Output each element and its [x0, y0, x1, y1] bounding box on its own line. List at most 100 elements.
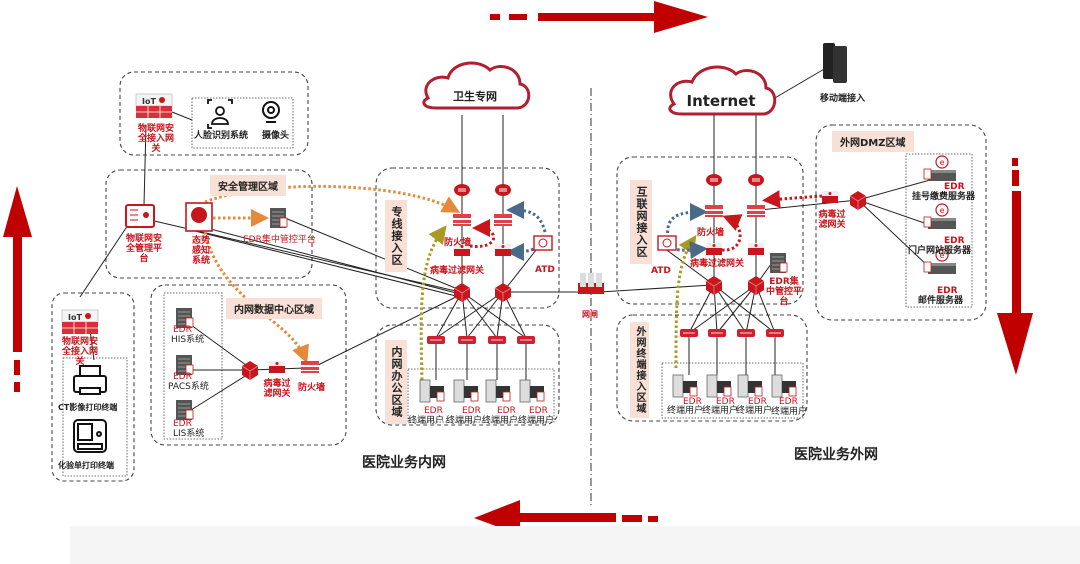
iot-mgmt-platform-icon	[125, 204, 155, 228]
datacenter-virus-gw-label: 病毒过滤网关	[263, 379, 291, 399]
office-terminal-4-edr: EDR	[529, 406, 548, 416]
mobile-access-label: 移动端接入	[820, 94, 866, 104]
dmz-server-3-label: 邮件服务器	[918, 296, 964, 306]
lis-edr-label: EDR	[173, 419, 192, 429]
ext-terminal-1-edr: EDR	[683, 397, 702, 407]
lab-printer-label: 化验单打印终端	[58, 461, 114, 470]
zone-iot-top	[119, 71, 309, 156]
cloud-health-net	[422, 61, 531, 110]
lab-printer-icon	[73, 419, 107, 453]
office-terminal-3-edr: EDR	[497, 406, 516, 416]
flow-red-loop-internet	[721, 214, 743, 252]
dmz-virus-gw-label: 病毒过滤网关	[818, 210, 846, 230]
flow-blue-atd-fw-internet	[666, 203, 708, 239]
face-recognition-label: 人脸识别系统	[194, 131, 249, 141]
flow-arrow-top-right	[490, 1, 708, 33]
internet-firewall-label: 防火墙	[697, 228, 725, 238]
ext-terminal-4-label: 终端用户	[771, 407, 808, 417]
dmz-server-2-edr: EDR	[944, 236, 965, 246]
intranet-title: 医院业务内网	[362, 455, 446, 471]
cloud-health-net-label: 卫生专网	[453, 90, 497, 103]
office-terminal-3-label: 终端用户	[482, 416, 519, 426]
iot-mgmt-platform-label: 物联网安全管理平台	[125, 234, 162, 264]
situation-awareness-label: 态势感知系统	[191, 236, 210, 266]
cloud-internet-label: Internet	[686, 92, 756, 110]
iot-gateway-icon: IoT IoT	[61, 93, 173, 334]
office-terminal-2-label: 终端用户	[446, 416, 483, 426]
camera-label: 摄像头	[262, 131, 290, 141]
dmz-server-3-edr: EDR	[937, 286, 958, 296]
dmz-server-2-label: 门户网站服务器	[908, 246, 972, 256]
dedicated-firewall-label: 防火墙	[444, 238, 472, 248]
lis-system-label: LIS系统	[173, 429, 205, 439]
flow-blue-atd-fw	[506, 201, 547, 233]
office-terminal-2-edr: EDR	[462, 406, 481, 416]
dmz-server-1-label: 挂号缴费服务器	[912, 192, 976, 202]
ext-terminal-4-edr: EDR	[779, 397, 798, 407]
office-terminal-1-edr: EDR	[424, 406, 443, 416]
extranet-title: 医院业务外网	[794, 447, 878, 463]
ext-terminal-3-label: 终端用户	[736, 406, 773, 416]
cloud-internet	[668, 65, 777, 116]
ext-terminal-2-edr: EDR	[716, 397, 735, 407]
flow-red-dmz-to-fw	[762, 190, 823, 209]
datacenter-firewall-label: 防火墙	[298, 383, 326, 393]
access-switch-icon	[426, 328, 785, 345]
flow-situation-to-fw-datacenter	[203, 231, 309, 364]
gatekeeper-label: 网闸	[582, 310, 598, 319]
dmz-server-icon	[923, 155, 957, 275]
zone-dmz	[815, 124, 987, 321]
ext-terminal-2-label: 终端用户	[702, 406, 739, 416]
ct-printer-label: CT影像打印终端	[58, 403, 118, 412]
dedicated-virus-gw-label: 病毒过滤网关	[430, 266, 485, 276]
mobile-phone-icon	[823, 43, 847, 83]
dmz-server-1-edr: EDR	[944, 182, 965, 192]
zone-security-mgmt	[105, 169, 313, 279]
dedicated-atd-label: ATD	[535, 265, 555, 275]
zone-iot-left	[51, 292, 135, 482]
edr-platform-intranet-label: EDR集中管控平台	[243, 235, 316, 245]
bottom-band	[70, 526, 1080, 564]
zone-extranet-terminal	[616, 314, 808, 422]
router-icon	[453, 173, 765, 197]
pacs-system-label: PACS系统	[168, 382, 209, 392]
internet-virus-gw-label: 病毒过滤网关	[690, 259, 745, 269]
office-terminal-1-label: 终端用户	[408, 416, 445, 426]
svg-text:IoT: IoT	[142, 97, 156, 106]
zone-dmz-title: 外网DMZ区域	[832, 131, 914, 152]
office-terminal-4-label: 终端用户	[518, 416, 555, 426]
firewall-icon	[301, 205, 765, 373]
iot-gateway-left-label: 物联网安全接入网关	[61, 337, 98, 367]
zone-intranet-office-title: 内网办公区域	[385, 340, 407, 424]
pacs-edr-label: EDR	[173, 372, 192, 382]
zone-datacenter-title: 内网数据中心区域	[226, 298, 322, 319]
internet-edr-platform-label: EDR集中管控平台	[765, 277, 802, 307]
ext-terminal-1-label: 终端用户	[667, 406, 704, 416]
zone-extranet-terminal-title: 外网终端接入区域	[630, 322, 649, 418]
flow-blue-atd-vgw	[506, 239, 547, 261]
flow-arrow-right-down	[997, 158, 1033, 375]
terminal-pc-icon	[419, 374, 797, 403]
zone-intranet-office	[375, 324, 560, 426]
flow-arrow-left-up	[3, 186, 32, 392]
zone-internet-access	[616, 156, 804, 305]
camera-icon	[262, 101, 280, 123]
situation-awareness-icon	[185, 202, 213, 232]
zone-security-mgmt-title: 安全管理区域	[210, 175, 286, 196]
atd-icon	[533, 235, 677, 251]
gatekeeper-icon	[578, 273, 604, 294]
ext-terminal-3-edr: EDR	[748, 397, 767, 407]
svg-text:IoT: IoT	[68, 313, 82, 322]
flow-red-loop-dedicated	[469, 219, 496, 248]
zone-datacenter	[150, 284, 347, 446]
ct-printer-icon	[73, 365, 107, 395]
his-edr-label: EDR	[173, 325, 192, 335]
internet-atd-label: ATD	[651, 266, 671, 276]
iot-gateway-top-label: 物联网安全接入网关	[137, 124, 174, 154]
zone-dedicated-access-title: 专线接入区	[385, 200, 407, 272]
flow-olive-dedicated	[419, 225, 447, 381]
face-recognition-icon	[207, 99, 233, 129]
his-system-label: HIS系统	[171, 335, 205, 345]
zone-internet-access-title: 互联网接入区	[630, 180, 652, 264]
